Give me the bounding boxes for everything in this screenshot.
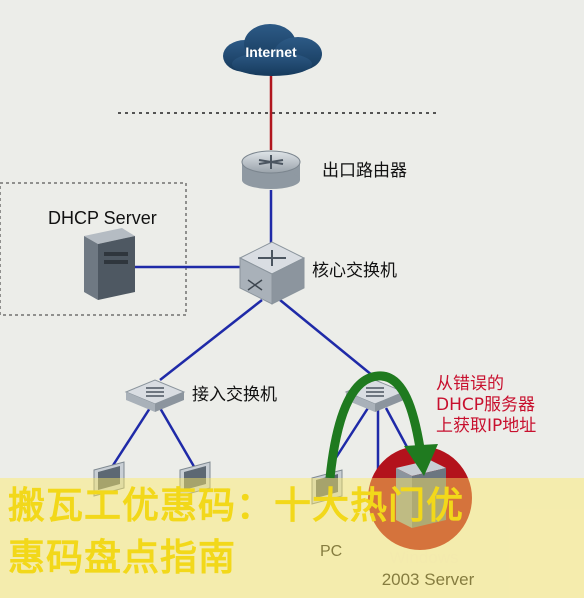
pc-label: PC (320, 543, 342, 560)
core-switch-icon (238, 241, 306, 305)
dhcp-offer-arrow-icon (325, 371, 438, 479)
access-left-pc1-link (108, 407, 152, 471)
promo-banner-line-2: 惠码盘点指南 (8, 536, 236, 579)
router-label: 出口路由器 (322, 161, 407, 181)
access-switch-label: 接入交换机 (192, 385, 277, 405)
router-icon (241, 150, 301, 189)
promo-banner-text: 搬瓦工优惠码：十大热门优 惠码盘点指南 (8, 480, 548, 584)
dhcp-server-label: DHCP Server (48, 208, 157, 228)
promo-banner (0, 478, 584, 598)
pc-icon (311, 469, 343, 505)
access-switch-left-icon (124, 379, 186, 412)
rogue-dhcp-annotation: 从错误的 DHCP服务器 上获取IP地址 (436, 374, 536, 437)
core-access-right-link (279, 299, 379, 381)
promo-banner-line-1: 搬瓦工优惠码：十大热门优 (8, 484, 464, 527)
dhcp-server-icon (84, 228, 135, 300)
annotation-line-1: 从错误的 (436, 374, 504, 394)
internet-cloud-icon (223, 24, 322, 76)
core-switch-label: 核心交换机 (312, 261, 397, 281)
windows-server-label-line2: 2003 Server (382, 570, 475, 589)
access-left-pc2-link (158, 407, 198, 471)
pc-icon (93, 461, 125, 497)
annotation-line-3: 上获取IP地址 (436, 416, 537, 436)
internet-label: Internet (245, 44, 297, 60)
dhcp-zone-box (0, 182, 187, 316)
windows-server-label-line1: Windows (390, 548, 459, 567)
core-access-left-link (159, 299, 263, 381)
pc-icon (179, 461, 211, 497)
annotation-line-2: DHCP服务器 (436, 395, 535, 415)
